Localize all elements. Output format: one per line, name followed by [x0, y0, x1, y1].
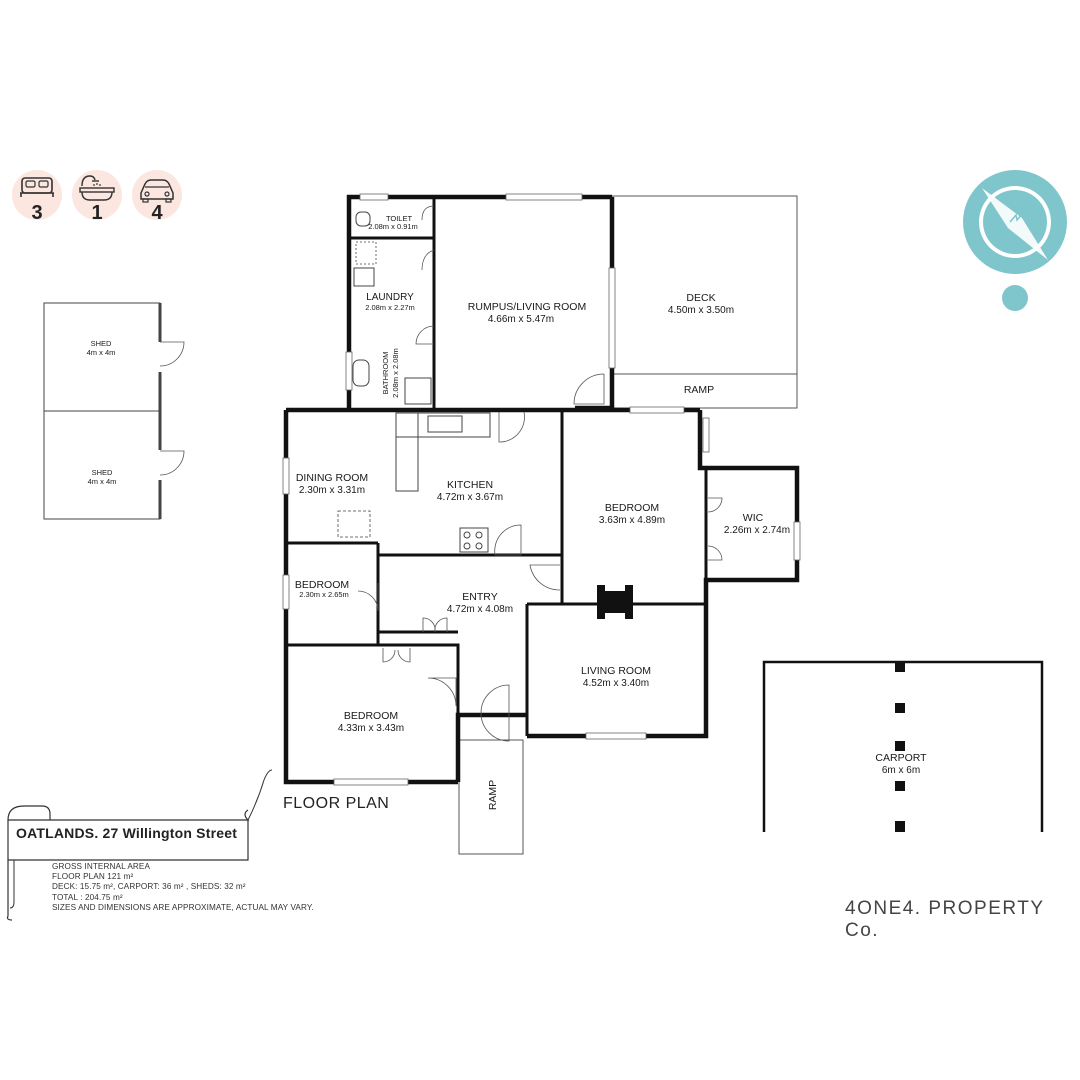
- room-labels: TOILET 2.08m x 0.91m LAUNDRY 2.08m x 2.2…: [87, 214, 928, 810]
- car-icon: [132, 170, 182, 220]
- ramp-bottom-name: RAMP: [487, 780, 499, 810]
- bedroom-main-dim: 3.63m x 4.89m: [599, 515, 665, 526]
- entry-name: ENTRY: [462, 591, 497, 603]
- wic-name: WIC: [743, 512, 764, 524]
- deck-dim: 4.50m x 3.50m: [668, 305, 734, 316]
- bedroom-small-dim: 2.30m x 2.65m: [299, 590, 349, 599]
- kitchen-dim: 4.72m x 3.67m: [437, 492, 503, 503]
- entry-dim: 4.72m x 4.08m: [447, 604, 513, 615]
- info-line-4: TOTAL : 204.75 m²: [52, 892, 123, 902]
- wic-dim: 2.26m x 2.74m: [724, 525, 790, 536]
- shed1-name: SHED: [91, 339, 112, 348]
- address-ribbon: [6, 769, 273, 921]
- bathroom-name: BATHROOM: [381, 352, 390, 395]
- bathroom-count: 1: [91, 202, 103, 224]
- laundry-dim: 2.08m x 2.27m: [365, 303, 415, 312]
- fixtures: [337, 211, 633, 619]
- shed1-dim: 4m x 4m: [87, 348, 116, 357]
- kitchen-name: KITCHEN: [447, 479, 493, 491]
- carport-name: CARPORT: [875, 752, 927, 764]
- bathroom-dim: 2.08m x 2.08m: [391, 348, 400, 398]
- bedroom-count: 3: [31, 202, 43, 224]
- toilet-dim: 2.08m x 0.91m: [368, 222, 418, 231]
- deck-name: DECK: [686, 292, 715, 304]
- car-space-count: 4: [151, 202, 163, 224]
- brand-logo: 4ONE4. PROPERTY Co.: [845, 898, 1045, 941]
- area-info: GROSS INTERNAL AREA FLOOR PLAN 121 m² DE…: [52, 862, 314, 913]
- carport-area: [762, 660, 1044, 832]
- rumpus-name: RUMPUS/LIVING ROOM: [468, 301, 586, 313]
- dining-dim: 2.30m x 3.31m: [299, 485, 365, 496]
- shed-block: [43, 302, 185, 520]
- living-dim: 4.52m x 3.40m: [583, 678, 649, 689]
- living-name: LIVING ROOM: [581, 665, 651, 677]
- dining-name: DINING ROOM: [296, 472, 368, 484]
- info-line-3: DECK: 15.75 m², CARPORT: 36 m² , SHEDS: …: [52, 882, 246, 892]
- info-line-1: GROSS INTERNAL AREA: [52, 862, 151, 871]
- toilet-name: TOILET: [386, 214, 413, 223]
- info-line-5: SIZES AND DIMENSIONS ARE APPROXIMATE, AC…: [52, 902, 314, 912]
- floor-plan-title: FLOOR PLAN: [283, 795, 390, 812]
- laundry-name: LAUNDRY: [366, 292, 414, 303]
- shed2-name: SHED: [92, 468, 113, 477]
- compass-icon: [963, 170, 1067, 311]
- carport-dim: 6m x 6m: [882, 765, 920, 776]
- bedroom-sw-name: BEDROOM: [344, 710, 398, 722]
- info-line-2: FLOOR PLAN 121 m²: [52, 872, 134, 882]
- bedroom-main-name: BEDROOM: [605, 502, 659, 514]
- doors: [357, 205, 723, 742]
- bed-icon: [12, 170, 62, 220]
- shed2-dim: 4m x 4m: [88, 477, 117, 486]
- ramp-top-name: RAMP: [684, 384, 714, 396]
- windows: [282, 193, 801, 786]
- bedroom-small-name: BEDROOM: [295, 579, 349, 591]
- ramp-bottom-area: [458, 739, 524, 855]
- bedroom-sw-dim: 4.33m x 3.43m: [338, 723, 404, 734]
- rumpus-dim: 4.66m x 5.47m: [488, 314, 554, 325]
- bath-icon: [72, 170, 122, 220]
- property-address: OATLANDS. 27 Willington Street: [16, 825, 238, 841]
